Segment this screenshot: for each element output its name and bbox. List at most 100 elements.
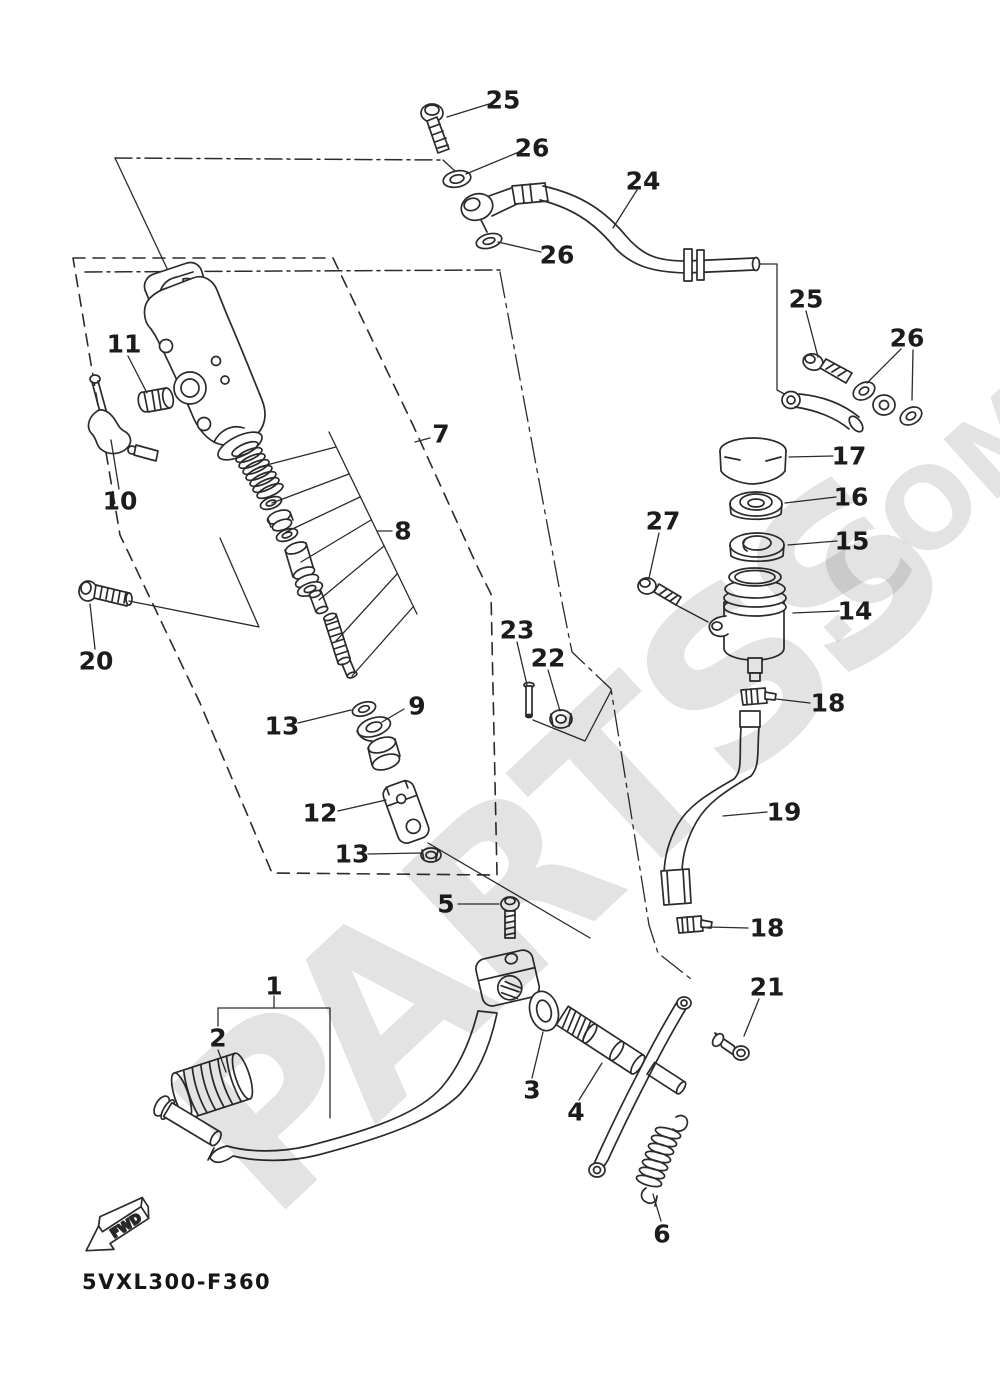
callout-12: 12 bbox=[303, 799, 338, 828]
diagram-code: 5VXL300-F360 bbox=[82, 1270, 272, 1294]
leader-line-18-lower bbox=[707, 926, 749, 929]
callout-27: 27 bbox=[646, 507, 681, 536]
part-6-spring bbox=[635, 1114, 689, 1207]
fwd-arrow-icon: FWD bbox=[85, 1196, 150, 1252]
part-4-lever-arm bbox=[588, 996, 692, 1178]
part-13-washer-upper bbox=[351, 700, 377, 718]
leader-line-23 bbox=[516, 641, 528, 686]
part-3-washer bbox=[528, 990, 560, 1032]
pedal-pivot-block bbox=[475, 949, 541, 1007]
callout-18-lower: 18 bbox=[750, 914, 785, 943]
leader-line-15 bbox=[787, 540, 838, 546]
part-11-bushing bbox=[137, 387, 175, 413]
callout-21: 21 bbox=[750, 973, 785, 1002]
callout-25-right: 25 bbox=[789, 285, 824, 314]
leader-line-3 bbox=[531, 1031, 544, 1079]
leader-line-27 bbox=[648, 532, 660, 579]
leader-line-25-right bbox=[805, 310, 819, 358]
leader-line-21 bbox=[743, 998, 760, 1037]
leader-line-9 bbox=[381, 708, 405, 723]
part-8-boot bbox=[367, 736, 401, 771]
callout-10: 10 bbox=[103, 487, 138, 516]
part-14-reservoir-body bbox=[708, 567, 787, 682]
part-12-clevis-joint bbox=[382, 779, 430, 844]
callout-5: 5 bbox=[437, 890, 454, 919]
part-1-brake-pedal bbox=[207, 1010, 498, 1164]
callout-26-top: 26 bbox=[515, 134, 550, 163]
leader-line-10 bbox=[110, 439, 120, 490]
part-20-bolt bbox=[78, 580, 133, 607]
part-18-clamp-lower bbox=[676, 915, 713, 934]
leader-line-16 bbox=[784, 496, 837, 504]
part-8-cylinder-kit bbox=[231, 431, 418, 679]
leader-line-22 bbox=[547, 669, 561, 712]
callout-11: 11 bbox=[107, 330, 142, 359]
part-18-clamp-upper bbox=[740, 687, 777, 706]
callout-24: 24 bbox=[626, 167, 661, 196]
leader-line-26-right bbox=[866, 348, 902, 384]
callout-20: 20 bbox=[79, 647, 114, 676]
callout-17: 17 bbox=[832, 442, 867, 471]
leader-line-26-top bbox=[465, 151, 520, 175]
part-5-bolt bbox=[500, 896, 520, 939]
callout-13-upper: 13 bbox=[265, 712, 300, 741]
callout-8: 8 bbox=[394, 517, 411, 546]
leader-line-17 bbox=[788, 455, 834, 458]
part-16-diaphragm-plate bbox=[729, 491, 783, 521]
part-13-nut-lower bbox=[420, 847, 442, 863]
callout-6: 6 bbox=[653, 1220, 670, 1249]
part-26-washers-right bbox=[852, 381, 923, 426]
part-25-union-bolt-right bbox=[802, 353, 853, 384]
leader-line-26-mid bbox=[497, 241, 542, 253]
part-25-union-bolt-top bbox=[420, 103, 450, 154]
callout-layer: 2526242625261716151427711102081391213232… bbox=[79, 86, 925, 1249]
part-19-hose bbox=[660, 710, 761, 906]
leader-line-4 bbox=[578, 1062, 603, 1101]
part-10-lever bbox=[87, 374, 159, 462]
leader-line-27 bbox=[675, 604, 709, 623]
callout-18-upper: 18 bbox=[811, 689, 846, 718]
leader-line-25-top bbox=[446, 103, 490, 118]
callout-25-top: 25 bbox=[486, 86, 521, 115]
leader-line-13-upper bbox=[297, 709, 352, 724]
leader-line-7 bbox=[414, 437, 431, 443]
callout-15: 15 bbox=[835, 527, 870, 556]
callout-2: 2 bbox=[209, 1024, 226, 1053]
leader-line-11 bbox=[127, 355, 148, 394]
callout-7: 7 bbox=[432, 420, 449, 449]
leader-line-18-upper bbox=[775, 698, 811, 704]
leader-line-20 bbox=[89, 603, 96, 650]
leader-line-13-lower bbox=[367, 852, 422, 855]
reference-lines bbox=[72, 157, 789, 980]
callout-14: 14 bbox=[838, 597, 873, 626]
part-15-diaphragm bbox=[729, 532, 785, 563]
part-17-reservoir-cap bbox=[719, 437, 787, 485]
part-4-cross-pin bbox=[646, 1061, 687, 1095]
footpeg-pin bbox=[153, 1095, 222, 1147]
leader-line-6 bbox=[652, 1193, 662, 1222]
leader-line-1 bbox=[217, 1007, 331, 1119]
callout-4: 4 bbox=[567, 1098, 584, 1127]
leader-line-1 bbox=[217, 1049, 227, 1073]
leader-line-14 bbox=[792, 610, 840, 614]
part-26-washer-top bbox=[442, 169, 472, 189]
part-23-pin bbox=[523, 681, 535, 719]
callout-22: 22 bbox=[531, 644, 566, 673]
leader-line-24 bbox=[612, 189, 638, 229]
callout-1: 1 bbox=[265, 972, 282, 1001]
callout-26-right: 26 bbox=[890, 324, 925, 353]
part-22-nut bbox=[549, 709, 573, 729]
callout-26-mid: 26 bbox=[540, 241, 575, 270]
callout-9: 9 bbox=[408, 692, 425, 721]
leader-line-19 bbox=[722, 811, 768, 817]
part-26-washer-mid bbox=[475, 232, 503, 250]
part-24-brake-hose bbox=[460, 182, 761, 282]
callout-19: 19 bbox=[767, 798, 802, 827]
part-2-pedal-rubber bbox=[170, 1052, 254, 1120]
callout-16: 16 bbox=[834, 483, 869, 512]
callout-23: 23 bbox=[500, 616, 535, 645]
leader-line-20 bbox=[128, 537, 260, 628]
part-21-pin bbox=[711, 1032, 750, 1061]
